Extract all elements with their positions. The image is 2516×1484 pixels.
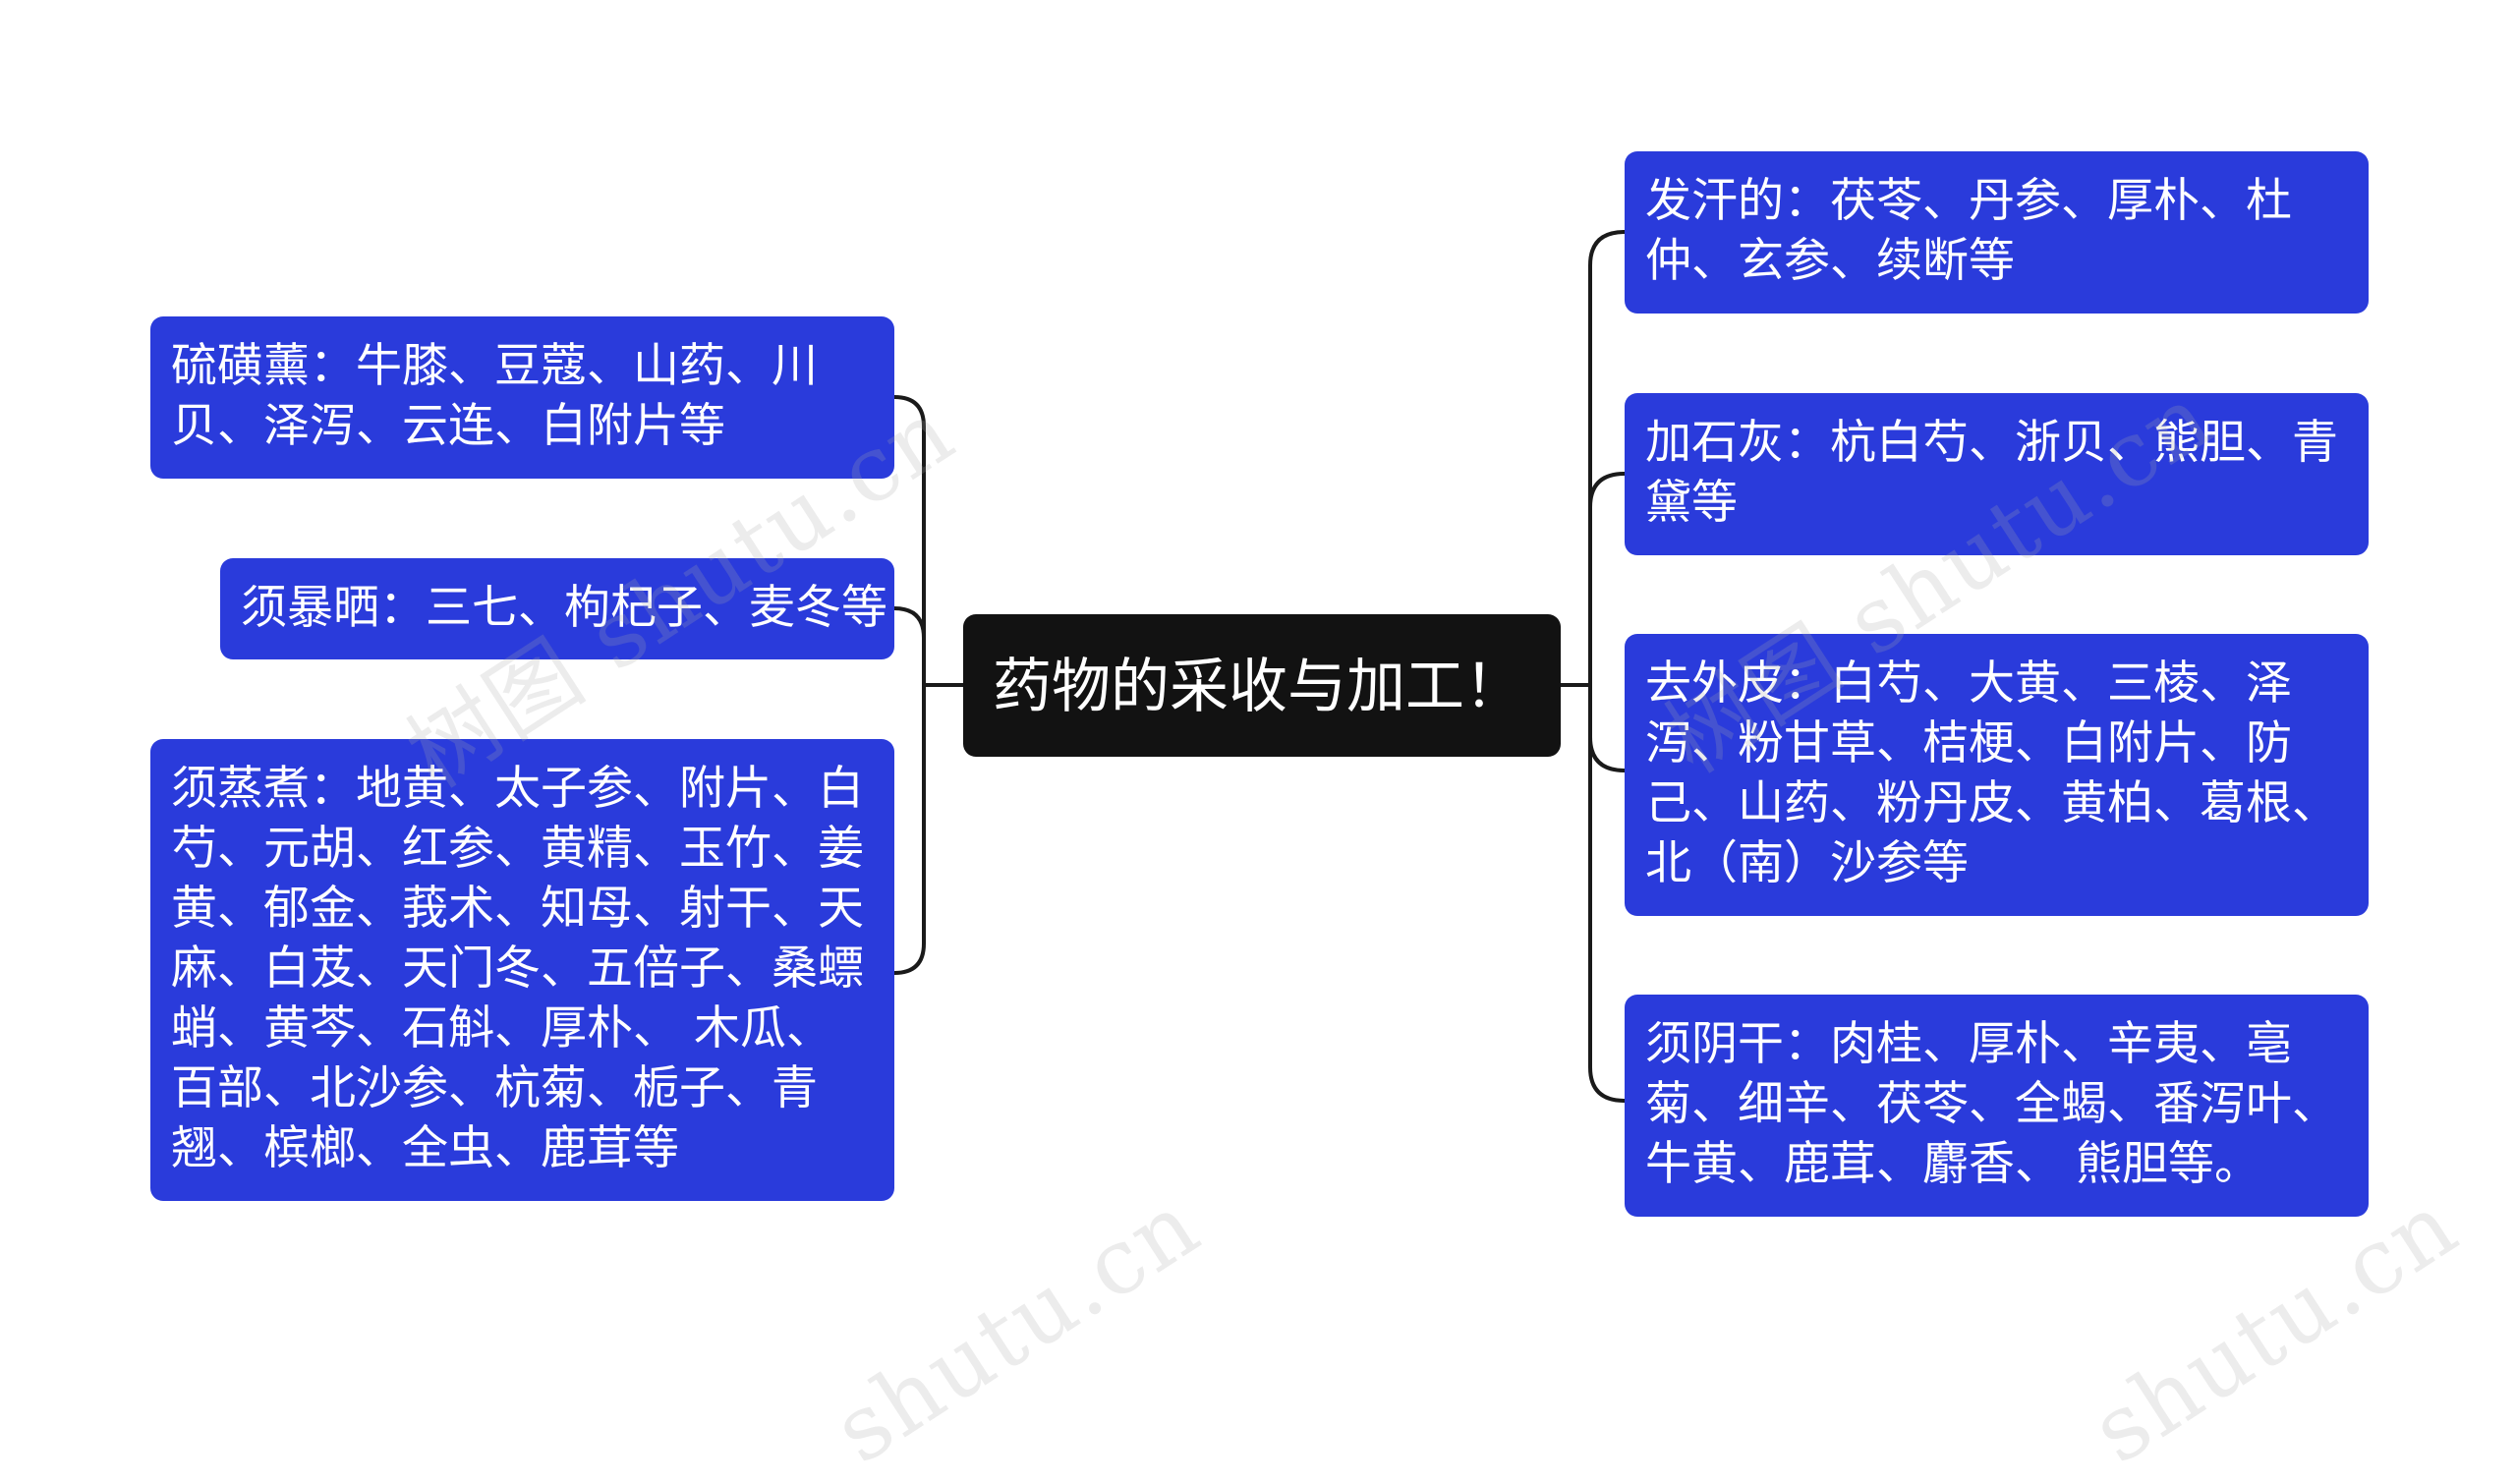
branch-label: 发汗的：茯苓、丹参、厚朴、杜仲、玄参、续断等 (1645, 174, 2292, 288)
branch-label: 须蒸煮：地黄、太子参、附片、白芍、元胡、红参、黄精、玉竹、姜黄、郁金、莪术、知母… (171, 762, 864, 1175)
branch-label: 去外皮：白芍、大黄、三棱、泽泻、粉甘草、桔梗、白附片、防己、山药、粉丹皮、黄柏、… (1645, 656, 2338, 890)
branch-label: 加石灰：杭白芍、浙贝、熊胆、青黛等 (1645, 416, 2338, 530)
root-topic-label: 药物的采收与加工！ (993, 652, 1523, 721)
branch-node-sweating[interactable]: 发汗的：茯苓、丹参、厚朴、杜仲、玄参、续断等 (1625, 151, 2369, 314)
connector-right-1 (1588, 230, 1626, 1103)
branch-node-steaming-boiling[interactable]: 须蒸煮：地黄、太子参、附片、白芍、元胡、红参、黄精、玉竹、姜黄、郁金、莪术、知母… (150, 739, 894, 1201)
root-topic-node[interactable]: 药物的采收与加工！ (963, 614, 1561, 757)
mindmap-canvas: 药物的采收与加工！ 硫磺薰：牛膝、豆蔻、山药、川贝、泽泻、云连、白附片等 须暴晒… (150, 151, 2476, 1484)
branch-label: 硫磺薰：牛膝、豆蔻、山药、川贝、泽泻、云连、白附片等 (171, 339, 818, 453)
branch-node-shade-drying[interactable]: 须阴干：肉桂、厚朴、辛夷、亳菊、细辛、茯苓、全蝎、番泻叶、牛黄、鹿茸、麝香、 熊… (1625, 995, 2369, 1217)
connector-right-3 (1588, 736, 1626, 772)
branch-node-sulfur-fumigation[interactable]: 硫磺薰：牛膝、豆蔻、山药、川贝、泽泻、云连、白附片等 (150, 316, 894, 479)
branch-node-sun-drying[interactable]: 须暴晒：三七、枸杞子、麦冬等 (220, 558, 894, 659)
branch-label: 须阴干：肉桂、厚朴、辛夷、亳菊、细辛、茯苓、全蝎、番泻叶、牛黄、鹿茸、麝香、 熊… (1645, 1017, 2338, 1191)
connector-left-2 (893, 606, 926, 639)
connector-lines (893, 230, 1626, 1103)
branch-label: 须暴晒：三七、枸杞子、麦冬等 (241, 581, 887, 635)
branch-node-peeling[interactable]: 去外皮：白芍、大黄、三棱、泽泻、粉甘草、桔梗、白附片、防己、山药、粉丹皮、黄柏、… (1625, 634, 2369, 916)
branch-node-lime-addition[interactable]: 加石灰：杭白芍、浙贝、熊胆、青黛等 (1625, 393, 2369, 555)
connector-right-2 (1588, 472, 1626, 508)
connector-left-1 (893, 395, 926, 975)
